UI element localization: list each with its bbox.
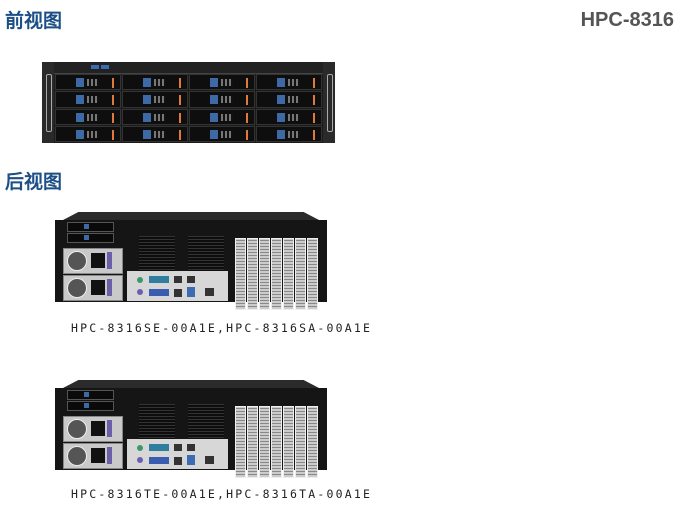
drive-bay	[189, 74, 255, 91]
expansion-slot-cover	[283, 406, 294, 478]
drive-bay	[55, 91, 121, 108]
front-chassis-image	[42, 62, 335, 143]
front-view-heading: 前视图	[5, 10, 63, 32]
rear-drive-bay	[67, 222, 114, 232]
rear-chassis-image	[55, 380, 327, 478]
rear-chassis-image	[55, 212, 327, 310]
drive-bay	[55, 125, 121, 142]
expansion-slot-cover	[307, 406, 318, 478]
drive-bay	[189, 108, 255, 125]
rear-view-heading: 后视图	[5, 171, 63, 193]
right-rack-handle	[323, 62, 335, 143]
drive-bay	[256, 91, 322, 108]
power-supply	[63, 443, 123, 469]
model-title: HPC-8316	[580, 9, 674, 31]
rear-caption: HPC-8316TE-00A1E,HPC-8316TA-00A1E	[71, 487, 373, 501]
fan-grill	[139, 404, 175, 444]
expansion-slot-cover	[295, 406, 306, 478]
power-supply	[63, 275, 123, 301]
expansion-slot-cover	[307, 238, 318, 310]
expansion-slot-cover	[271, 406, 282, 478]
drive-bay	[256, 108, 322, 125]
expansion-slot-cover	[259, 406, 270, 478]
expansion-slot-cover	[295, 238, 306, 310]
chassis-lid	[63, 212, 319, 220]
left-rack-handle	[42, 62, 54, 143]
rear-drive-bay	[67, 233, 114, 243]
drive-bays	[55, 74, 322, 142]
drive-bay	[122, 91, 188, 108]
expansion-slot-cover	[247, 238, 258, 310]
rear-drive-bay	[67, 390, 114, 400]
rear-caption: HPC-8316SE-00A1E,HPC-8316SA-00A1E	[71, 321, 373, 335]
drive-bay	[122, 74, 188, 91]
expansion-slot-cover	[259, 238, 270, 310]
power-supply	[63, 248, 123, 274]
chassis-lid	[63, 380, 319, 388]
expansion-slot-cover	[235, 238, 246, 310]
drive-bay	[122, 125, 188, 142]
expansion-slot-cover	[235, 406, 246, 478]
front-control-panel	[54, 62, 323, 74]
fan-grill	[139, 236, 175, 276]
io-shield	[127, 271, 228, 301]
drive-bay	[189, 91, 255, 108]
drive-bay	[256, 125, 322, 142]
io-shield	[127, 439, 228, 469]
power-supply	[63, 416, 123, 442]
expansion-slot-cover	[271, 238, 282, 310]
drive-bay	[55, 74, 121, 91]
usb-port	[101, 65, 109, 69]
rear-panel	[55, 220, 327, 310]
drive-bay	[122, 108, 188, 125]
fan-grill	[188, 404, 224, 444]
rear-drive-bay	[67, 401, 114, 411]
expansion-slot-cover	[247, 406, 258, 478]
drive-bay	[55, 108, 121, 125]
usb-port	[91, 65, 99, 69]
drive-bay	[256, 74, 322, 91]
expansion-slot-cover	[283, 238, 294, 310]
fan-grill	[188, 236, 224, 276]
drive-bay	[189, 125, 255, 142]
rear-panel	[55, 388, 327, 478]
